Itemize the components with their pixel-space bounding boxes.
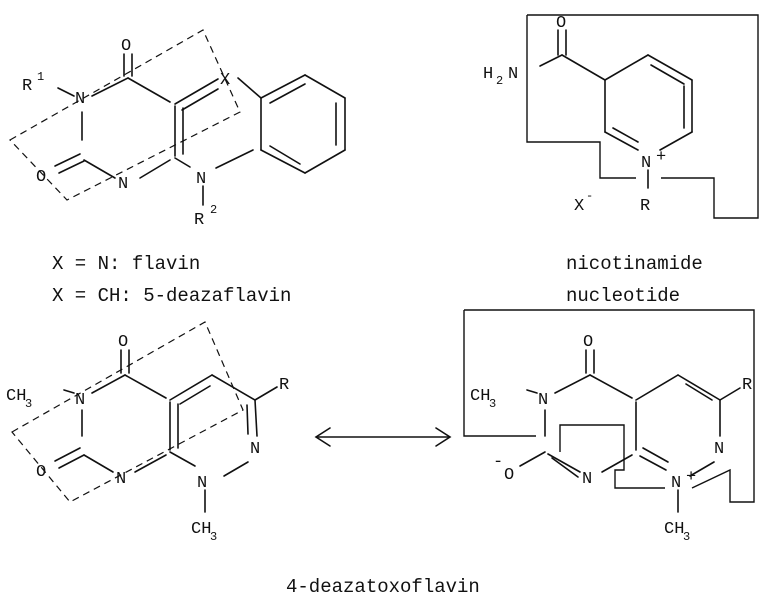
right-ch-subscript: 3 <box>489 397 496 411</box>
left-ch-bottom-subscript: 3 <box>210 530 217 544</box>
bottom-caption: 4-deazatoxoflavin <box>286 576 480 598</box>
double-headed-arrow-icon <box>314 427 452 447</box>
nicotinamide-n-amide: N <box>508 65 518 84</box>
nicotinamide-h-subscript: 2 <box>496 74 503 88</box>
nicotinamide-o: O <box>556 14 566 33</box>
left-ch-subscript: 3 <box>25 397 32 411</box>
left-o2: O <box>36 463 46 482</box>
nicotinamide-h: H <box>483 65 493 84</box>
left-r: R <box>279 376 289 395</box>
flavin-o4: O <box>121 37 131 56</box>
flavin-r2-superscript: 2 <box>210 203 217 217</box>
left-n1: N <box>116 470 126 489</box>
left-n3: N <box>75 391 85 410</box>
right-n7: N <box>714 440 724 459</box>
nicotinamide-n-ring: N <box>641 154 651 173</box>
right-o-charge: - <box>493 453 503 472</box>
flavin-r1: R <box>22 77 32 96</box>
nicotinamide-r: R <box>640 197 650 216</box>
right-o4: O <box>583 333 593 352</box>
left-o4: O <box>118 333 128 352</box>
nicotinamide-structure: O H 2 N N + X - R <box>483 14 759 219</box>
nicotinamide-x: X <box>574 197 584 216</box>
flavin-n3: N <box>75 90 85 109</box>
left-ch-bottom: CH <box>191 520 211 539</box>
deazatoxoflavin-right-structure: CH 3 N O R - O N N N + CH 3 <box>463 309 755 544</box>
nicotinamide-x-charge: - <box>586 189 593 203</box>
flavin-caption-2: X = CH: 5-deazaflavin <box>52 285 291 307</box>
nicotinamide-caption-1: nicotinamide <box>566 253 703 275</box>
right-n3: N <box>538 391 548 410</box>
flavin-structure: R 1 N O X O N N R 2 <box>9 29 346 230</box>
right-n1: N <box>582 470 592 489</box>
flavin-r1-superscript: 1 <box>37 70 44 84</box>
right-r: R <box>742 376 752 395</box>
right-ch-bottom-subscript: 3 <box>683 530 690 544</box>
right-o2: O <box>504 466 514 485</box>
left-ch: CH <box>6 387 26 406</box>
flavin-caption-1: X = N: flavin <box>52 253 200 275</box>
flavin-n10: N <box>196 170 206 189</box>
flavin-n1: N <box>118 175 128 194</box>
nicotinamide-caption-2: nucleotide <box>566 285 680 307</box>
right-n8: N <box>671 474 681 493</box>
left-n7: N <box>250 440 260 459</box>
right-ch-bottom: CH <box>664 520 684 539</box>
flavin-r2: R <box>194 211 204 230</box>
right-positive-charge: + <box>686 468 696 487</box>
deazatoxoflavin-left-structure: CH 3 N O R O N N N CH 3 <box>6 321 289 544</box>
left-n8: N <box>197 474 207 493</box>
right-ch: CH <box>470 387 490 406</box>
flavin-x5: X <box>220 71 230 90</box>
flavin-o2: O <box>36 168 46 187</box>
nicotinamide-positive-charge: + <box>656 148 666 167</box>
